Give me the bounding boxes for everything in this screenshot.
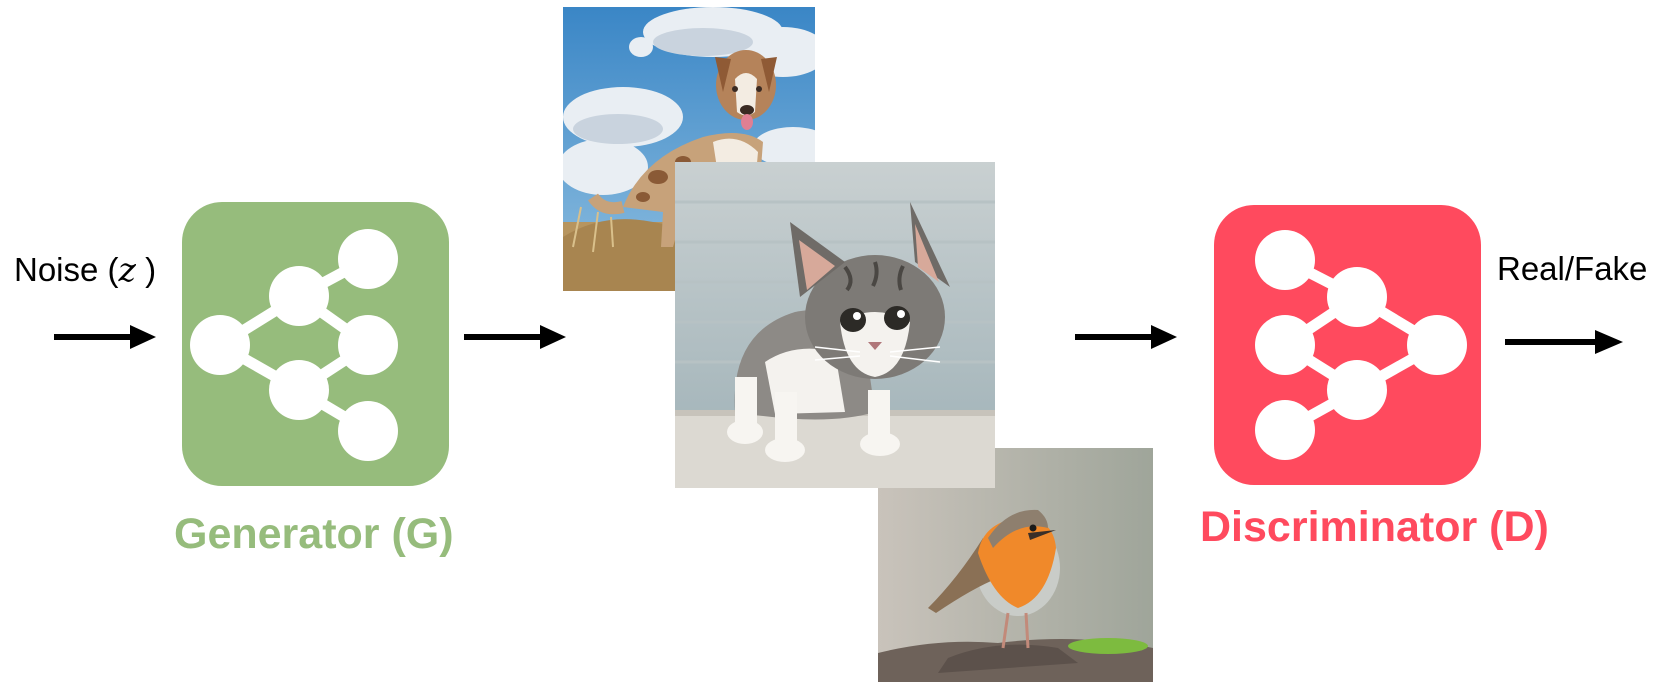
real-fake-label: Real/Fake [1497, 250, 1648, 287]
discriminator-box [1214, 205, 1481, 485]
generator-caption: Generator (G) [174, 510, 454, 558]
discriminator-input-arrow [1075, 325, 1177, 349]
kitten-photo [675, 162, 995, 488]
input-arrow [54, 325, 156, 349]
generator-network-icon [190, 229, 398, 461]
noise-label: Noise (z ) [14, 250, 157, 289]
output-arrow [1505, 330, 1623, 354]
discriminator-caption: Discriminator (D) [1200, 503, 1549, 551]
discriminator-network-icon [1255, 230, 1467, 460]
generator-output-arrow [464, 325, 566, 349]
generator-box [182, 202, 449, 486]
